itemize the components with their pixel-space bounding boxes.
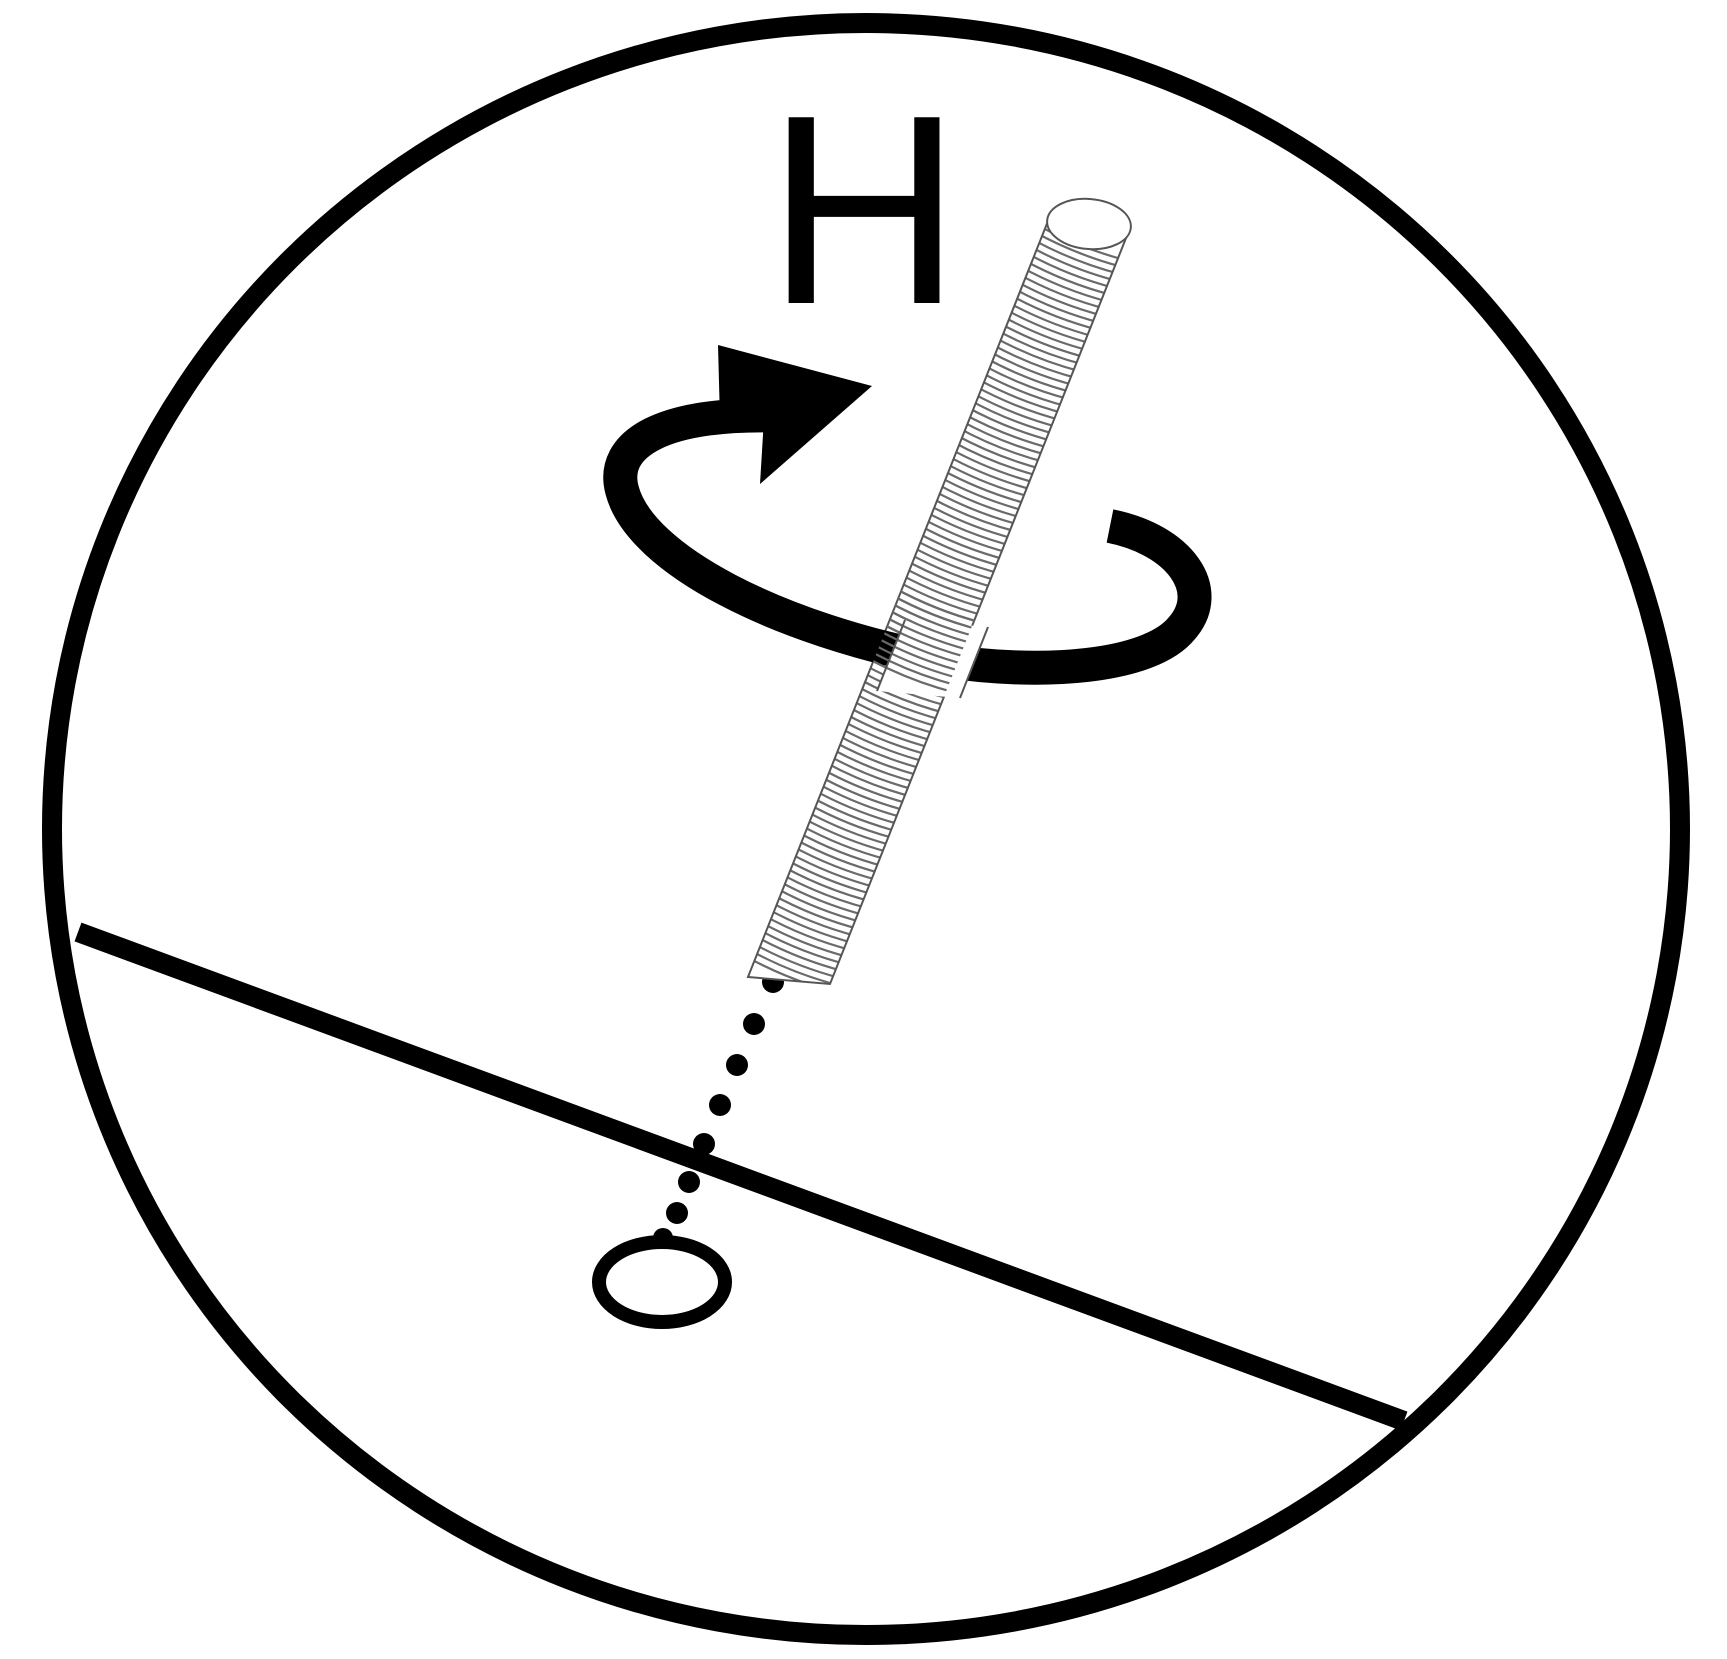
rotation-arrowhead <box>718 345 872 484</box>
axis-label-h: H <box>767 60 962 361</box>
dotted-guide-line <box>653 971 784 1248</box>
plane-line <box>78 932 1404 1421</box>
origin-ellipse-icon <box>599 1242 725 1322</box>
